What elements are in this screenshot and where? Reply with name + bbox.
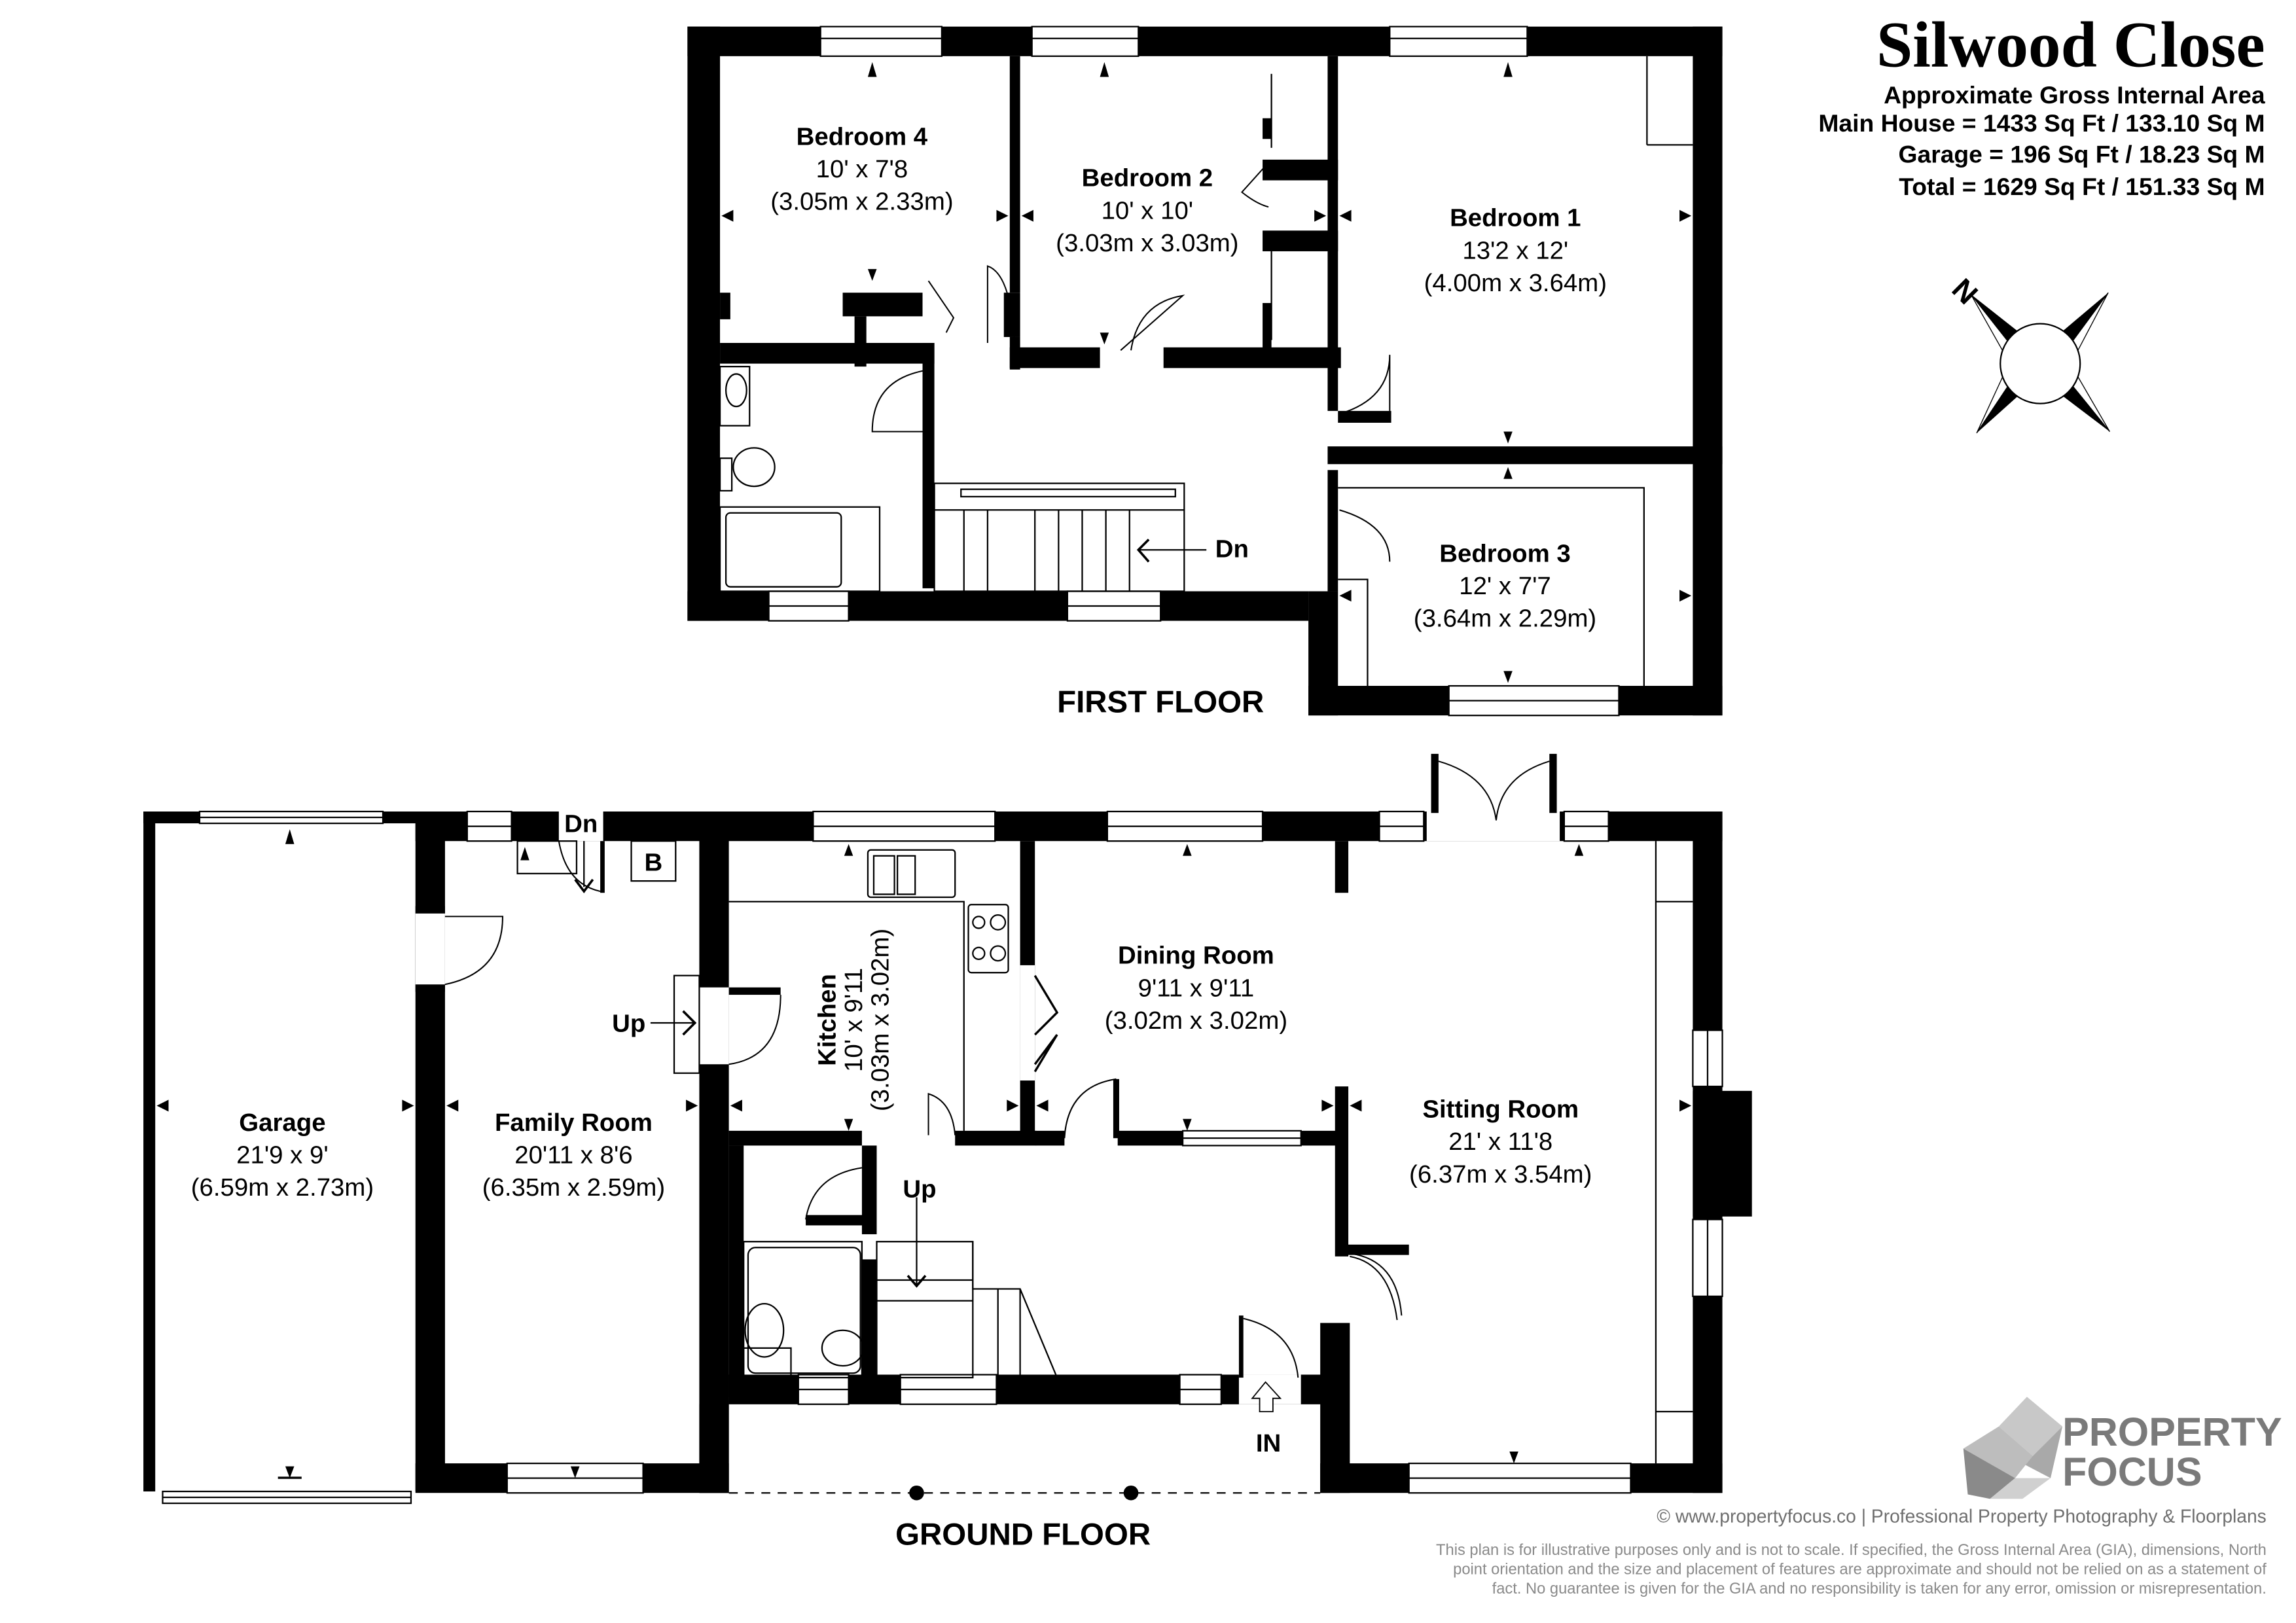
svg-text:(6.35m x 2.59m): (6.35m x 2.59m)	[482, 1173, 665, 1202]
svg-text:21' x 11'8: 21' x 11'8	[1448, 1128, 1552, 1156]
logo-text-focus: FOCUS	[2062, 1450, 2202, 1494]
property-title: Silwood Close	[1876, 9, 2265, 81]
svg-text:10' x 7'8: 10' x 7'8	[816, 155, 908, 183]
svg-text:(6.37m x 3.54m): (6.37m x 3.54m)	[1409, 1160, 1592, 1188]
svg-text:(3.05m x 2.33m): (3.05m x 2.33m)	[770, 188, 953, 216]
room-kitchen: Kitchen 10' x 9'11 (3.03m x 3.02m)	[813, 929, 894, 1111]
room-sitting-room: Sitting Room 21' x 11'8 (6.37m x 3.54m)	[1409, 1096, 1592, 1188]
area-subtitle: Approximate Gross Internal Area	[1884, 81, 2265, 109]
first-floor-staircase: Dn	[933, 482, 1249, 592]
svg-text:Kitchen: Kitchen	[813, 974, 841, 1066]
svg-text:Garage: Garage	[239, 1109, 325, 1137]
family-step-up-label: Up	[612, 1010, 645, 1038]
room-dining-room: Dining Room 9'11 x 9'11 (3.02m x 3.02m)	[1105, 942, 1287, 1035]
room-bedroom-3: Bedroom 3 12' x 7'7 (3.64m x 2.29m)	[1414, 539, 1596, 632]
svg-text:21'9 x 9': 21'9 x 9'	[236, 1141, 329, 1169]
compass-icon: N	[1946, 272, 2110, 434]
room-family-room: Family Room 20'11 x 8'6 (6.35m x 2.59m)	[482, 1109, 665, 1202]
garage-area: Garage = 196 Sq Ft / 18.23 Sq M	[1899, 140, 2265, 168]
svg-text:(3.03m x 3.02m): (3.03m x 3.02m)	[867, 929, 895, 1111]
ground-floor-label: GROUND FLOOR	[895, 1517, 1151, 1552]
svg-text:10' x 9'11: 10' x 9'11	[840, 968, 868, 1072]
first-floor-label: FIRST FLOOR	[1057, 685, 1264, 720]
svg-text:Dining Room: Dining Room	[1118, 942, 1274, 970]
entrance-label: IN	[1256, 1429, 1281, 1457]
ground-floor-staircase: Up	[876, 1175, 1058, 1379]
svg-text:Family Room: Family Room	[495, 1109, 653, 1137]
svg-text:(3.64m x 2.29m): (3.64m x 2.29m)	[1414, 605, 1596, 633]
svg-text:(3.02m x 3.02m): (3.02m x 3.02m)	[1105, 1007, 1287, 1035]
room-bedroom-1: Bedroom 1 13'2 x 12' (4.00m x 3.64m)	[1424, 204, 1607, 297]
area-summary: Silwood Close Approximate Gross Internal…	[1818, 9, 2265, 200]
boiler-label: B	[645, 848, 663, 876]
svg-text:(6.59m x 2.73m): (6.59m x 2.73m)	[191, 1173, 374, 1202]
stairs-down-label: Dn	[1215, 535, 1249, 563]
logo-text-property: PROPERTY	[2062, 1410, 2282, 1454]
svg-text:12' x 7'7: 12' x 7'7	[1459, 572, 1551, 600]
svg-text:Bedroom 4: Bedroom 4	[797, 122, 928, 151]
first-floor-plan: Dn Bedroom 4 10' x 7'8 (3.05m x 2.33m) B…	[687, 26, 1723, 720]
svg-text:Bedroom 1: Bedroom 1	[1450, 204, 1581, 232]
ground-floor-plan: IN Dn B Up	[143, 753, 1752, 1552]
logo-aperture-icon	[1963, 1397, 2063, 1499]
main-house-area: Main House = 1433 Sq Ft / 133.10 Sq M	[1818, 109, 2265, 137]
svg-text:20'11 x 8'6: 20'11 x 8'6	[514, 1141, 632, 1169]
room-bedroom-4: Bedroom 4 10' x 7'8 (3.05m x 2.33m)	[770, 122, 953, 215]
disclaimer-line-2: point orientation and the size and place…	[1453, 1561, 2267, 1578]
svg-text:13'2 x 12': 13'2 x 12'	[1462, 236, 1568, 264]
garage-step-down-label: Dn	[564, 810, 598, 838]
property-focus-logo: PROPERTY FOCUS	[1963, 1397, 2282, 1499]
disclaimer-line-1: This plan is for illustrative purposes o…	[1436, 1542, 2267, 1559]
room-garage: Garage 21'9 x 9' (6.59m x 2.73m)	[191, 1109, 374, 1202]
svg-text:9'11 x 9'11: 9'11 x 9'11	[1138, 974, 1255, 1002]
svg-text:10' x 10': 10' x 10'	[1102, 196, 1194, 224]
total-area: Total = 1629 Sq Ft / 151.33 Sq M	[1899, 173, 2265, 200]
room-bedroom-2: Bedroom 2 10' x 10' (3.03m x 3.03m)	[1056, 164, 1238, 257]
svg-text:(3.03m x 3.03m): (3.03m x 3.03m)	[1056, 229, 1238, 257]
svg-text:Sitting Room: Sitting Room	[1422, 1096, 1579, 1124]
svg-text:Bedroom 3: Bedroom 3	[1439, 539, 1570, 567]
svg-text:(4.00m x 3.64m): (4.00m x 3.64m)	[1424, 269, 1607, 297]
disclaimer-line-3: fact. No guarantee is given for the GIA …	[1492, 1580, 2267, 1597]
svg-text:Bedroom 2: Bedroom 2	[1082, 164, 1213, 192]
stairs-up-label: Up	[903, 1175, 936, 1204]
copyright-credit: © www.propertyfocus.co | Professional Pr…	[1657, 1505, 2267, 1526]
